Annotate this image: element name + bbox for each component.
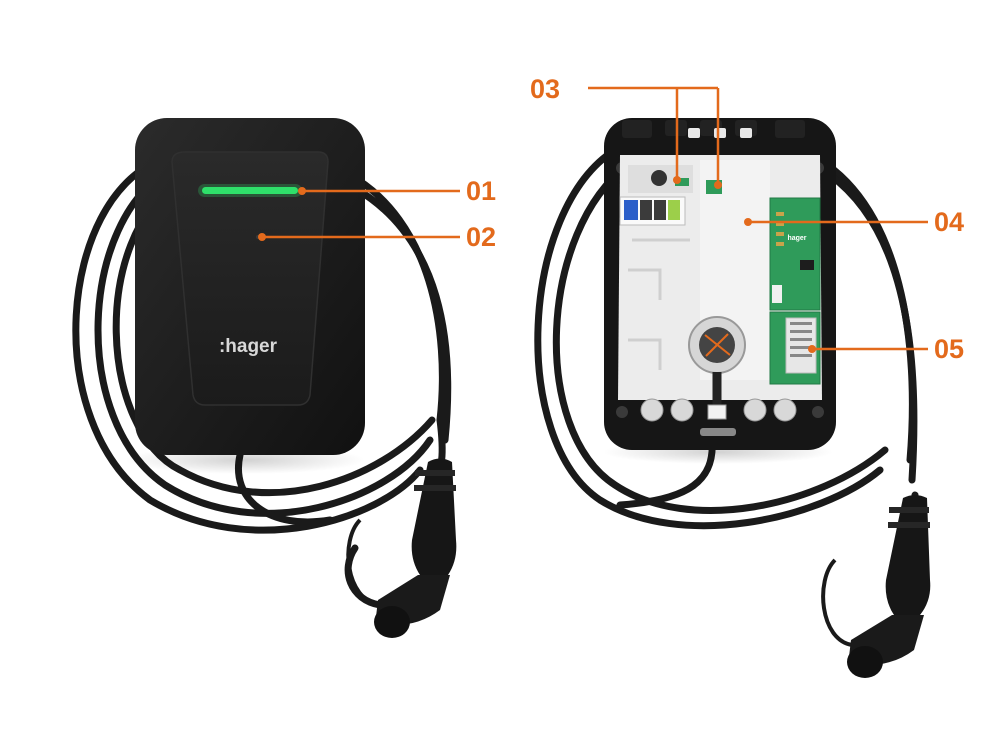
callout-label-02: 02 (466, 222, 496, 252)
callout-04: 04 (744, 207, 964, 237)
callout-05: 05 (808, 334, 964, 364)
callout-03: 03 (530, 74, 722, 189)
callout-01: 01 (298, 176, 496, 206)
status-led-bar (202, 187, 298, 194)
callout-label-01: 01 (466, 176, 496, 206)
main-control-board: hager (769, 197, 821, 311)
callout-label-03: 03 (530, 74, 560, 104)
open-charger: hager (534, 118, 931, 678)
cable-gland (688, 316, 746, 436)
closed-charger: :hager (72, 118, 457, 638)
callout-label-04: 04 (934, 207, 964, 237)
communication-board (769, 311, 821, 385)
power-terminal-block (619, 196, 686, 226)
mounting-tabs (622, 120, 805, 138)
type2-plug-right (821, 495, 931, 678)
charger-front-panel (171, 151, 329, 406)
signal-connector-a (675, 178, 689, 186)
callouts: 01 02 03 04 05 (258, 74, 964, 364)
callout-02: 02 (258, 222, 496, 252)
pcb-logo: hager (787, 235, 806, 242)
callout-label-05: 05 (934, 334, 964, 364)
hager-logo: :hager (219, 336, 278, 357)
bottom-cable-entries (640, 398, 797, 422)
type2-plug-left (346, 458, 457, 638)
